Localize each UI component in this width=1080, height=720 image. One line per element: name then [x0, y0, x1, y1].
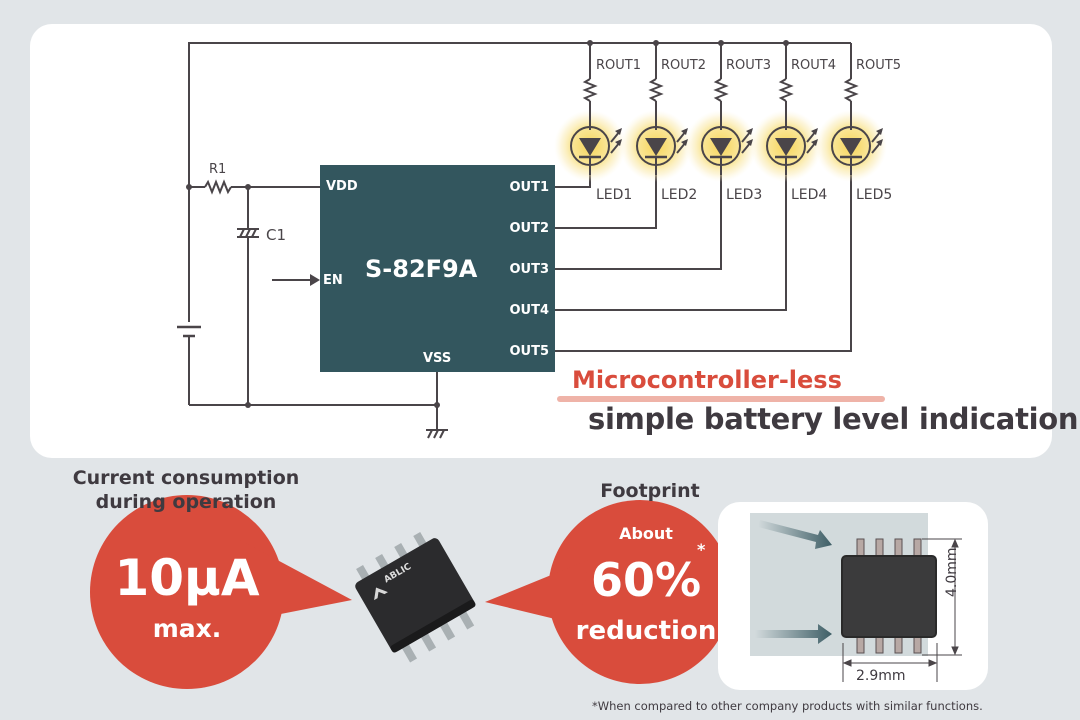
footprint-suffix: reduction: [575, 616, 717, 646]
led-branch-4: [766, 43, 818, 175]
rout3-label: ROUT3: [726, 58, 771, 73]
footprint-prefix: About: [619, 524, 673, 543]
shrink-arrow-icon: [758, 520, 832, 549]
footprint-asterisk: *: [697, 540, 706, 559]
footprint-title: Footprint: [600, 480, 700, 502]
chip-package-image: [355, 531, 476, 663]
led-branch-5: [831, 43, 883, 175]
pin-out4: OUT4: [509, 303, 549, 318]
current-title-line1: Current consumption: [72, 467, 300, 489]
footprint-bubble: [485, 500, 732, 684]
dimension-lines: [842, 538, 962, 682]
tagline-highlight: Microcontroller-less: [572, 366, 842, 394]
rout5-label: ROUT5: [856, 58, 901, 73]
led4-label: LED4: [791, 187, 828, 203]
led1-label: LED1: [596, 187, 633, 203]
rout4-label: ROUT4: [791, 58, 836, 73]
led3-label: LED3: [726, 187, 763, 203]
ic-body: [320, 165, 555, 372]
package-top-view: [841, 555, 937, 638]
en-arrow-icon: [310, 274, 320, 286]
resistor-icon: [582, 78, 598, 102]
led-branch-2: [636, 43, 688, 175]
ic-name: S-82F9A: [365, 255, 478, 283]
pin-vss: VSS: [423, 351, 452, 366]
capacitor-symbol: [237, 228, 259, 238]
ground-icon: [426, 429, 448, 439]
c1-label: C1: [266, 226, 287, 244]
led-branch-3: [701, 43, 753, 175]
current-qualifier: max.: [152, 614, 222, 643]
pin-out5: OUT5: [509, 344, 549, 359]
resistor-icon: [713, 78, 729, 102]
current-value: 10μA: [114, 549, 260, 607]
led2-label: LED2: [661, 187, 698, 203]
pin-out2: OUT2: [509, 221, 549, 236]
footprint-value: 60%: [590, 553, 702, 607]
resistor-icon: [648, 78, 664, 102]
resistor-icon: [778, 78, 794, 102]
height-dimension: 4.0mm: [944, 547, 960, 597]
tagline-text: simple battery level indication: [588, 402, 1079, 436]
current-bubble: [90, 495, 352, 689]
rout1-label: ROUT1: [596, 58, 641, 73]
resistor-icon: [843, 78, 859, 102]
current-title: Current consumption during operation: [56, 466, 316, 514]
pin-out3: OUT3: [509, 262, 549, 277]
footnote: *When compared to other company products…: [592, 699, 983, 713]
package-pins: [856, 538, 922, 654]
rout2-label: ROUT2: [661, 58, 706, 73]
wires: [188, 42, 852, 430]
current-title-line2: during operation: [95, 491, 277, 513]
width-dimension: 2.9mm: [856, 668, 906, 684]
shrink-arrow-icon: [755, 624, 832, 644]
led-branch-1: [570, 43, 622, 175]
battery-symbol: [177, 325, 201, 338]
pin-en: EN: [323, 273, 343, 288]
led5-label: LED5: [856, 187, 893, 203]
pin-out1: OUT1: [509, 180, 549, 195]
pin-vdd: VDD: [326, 179, 358, 194]
ablic-logo-icon: [374, 587, 388, 601]
r1-label: R1: [209, 162, 227, 177]
